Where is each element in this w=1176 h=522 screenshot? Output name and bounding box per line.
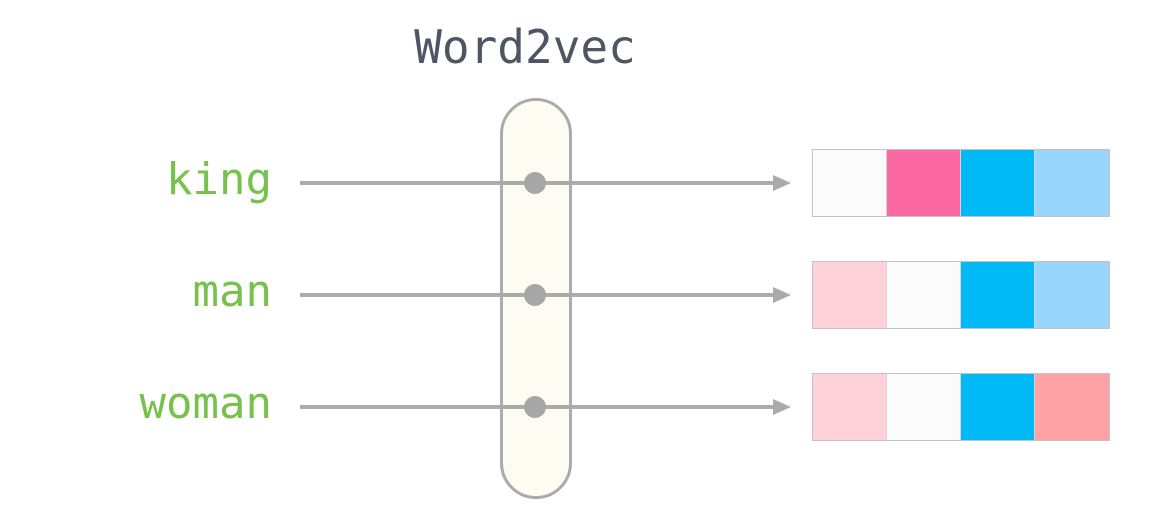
diagram-title: Word2vec (414, 20, 636, 74)
vector-cell-cyan-blue (961, 374, 1035, 440)
arrowhead-icon (773, 399, 791, 415)
model-node-dot (524, 284, 546, 306)
vector-cell-off-white (887, 262, 961, 328)
vector-cell-cyan-blue (961, 150, 1035, 216)
model-node-dot (524, 396, 546, 418)
arrowhead-icon (773, 287, 791, 303)
vector-cell-off-white (813, 150, 887, 216)
vector-cell-light-pink (813, 262, 887, 328)
input-word-king: king (166, 154, 272, 205)
vector-cell-light-blue (1035, 262, 1109, 328)
vector-cell-light-blue (1035, 150, 1109, 216)
input-word-woman: woman (139, 378, 272, 429)
embedding-vector-king (812, 149, 1110, 217)
input-word-man: man (192, 266, 272, 317)
vector-cell-salmon (1035, 374, 1109, 440)
embedding-vector-man (812, 261, 1110, 329)
vector-cell-off-white (887, 374, 961, 440)
arrowhead-icon (773, 175, 791, 191)
vector-cell-hot-pink (887, 150, 961, 216)
model-node-dot (524, 172, 546, 194)
embedding-vector-woman (812, 373, 1110, 441)
vector-cell-cyan-blue (961, 262, 1035, 328)
vector-cell-light-pink (813, 374, 887, 440)
